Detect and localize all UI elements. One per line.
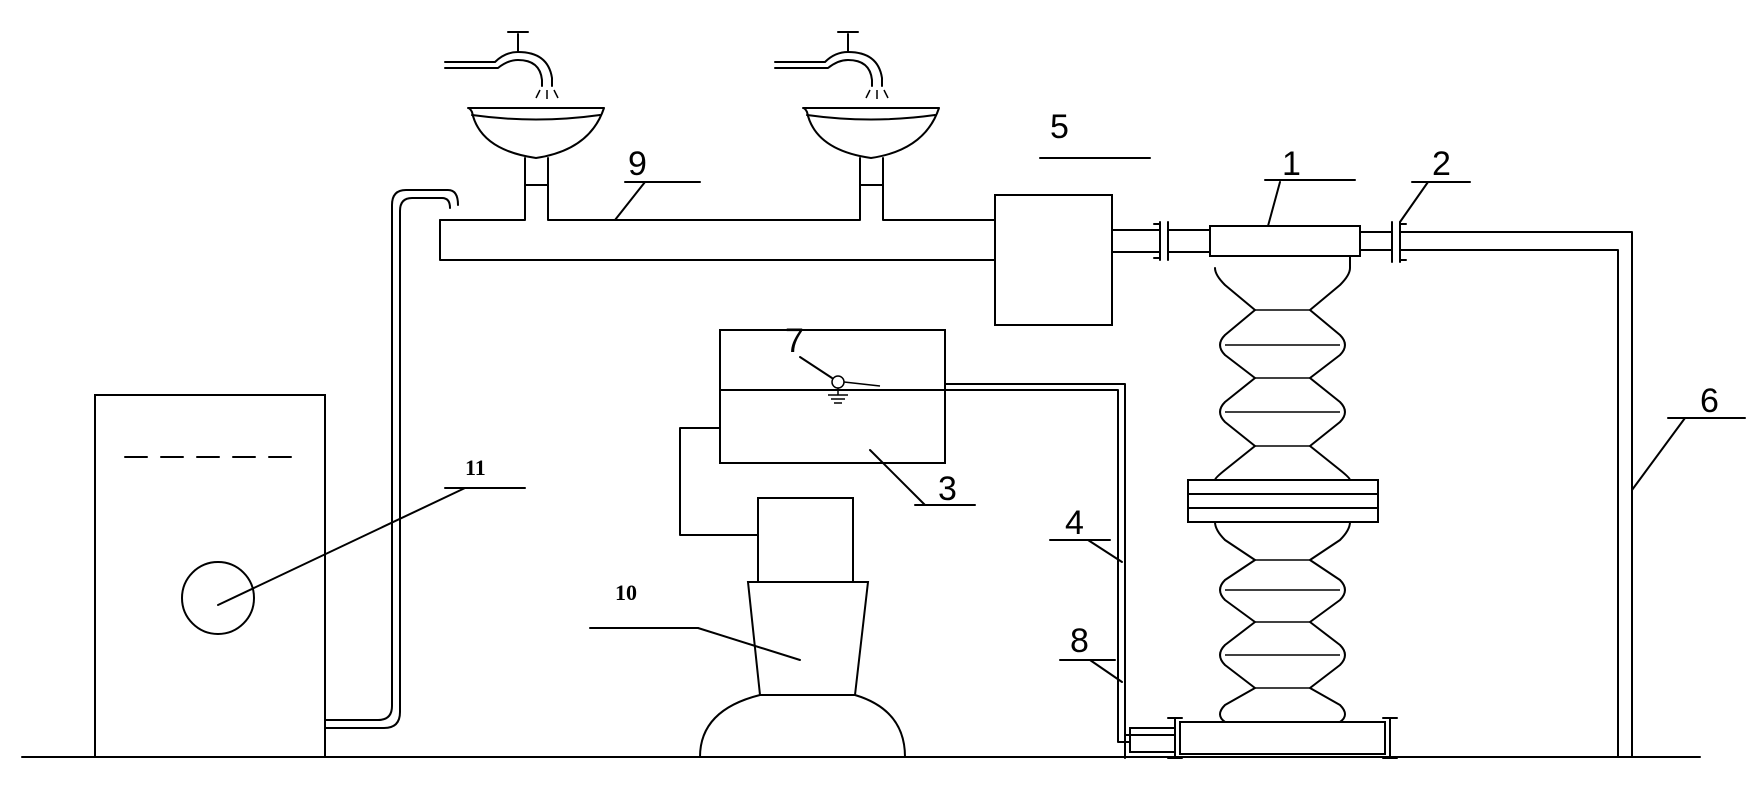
sensor-7-icon — [828, 375, 881, 404]
water-tank — [94, 394, 326, 758]
top-cap-1 — [1209, 225, 1361, 257]
return-pipe-6 — [1399, 231, 1633, 758]
leader-6 — [1631, 417, 1686, 491]
main-pipe-9 — [439, 184, 996, 261]
label-5: 5 — [1050, 108, 1069, 146]
leader-8 — [1089, 659, 1123, 683]
label-7: 7 — [785, 322, 804, 360]
bellows-column — [1187, 255, 1379, 723]
pipe-1-to-2 — [1359, 221, 1407, 263]
leader-3 — [869, 449, 926, 506]
faucet-right-icon — [774, 31, 889, 99]
leader-9 — [614, 181, 646, 221]
faucet-left-icon — [444, 31, 559, 99]
leader-1 — [1267, 181, 1281, 227]
leader-11 — [217, 487, 466, 606]
box-3 — [719, 329, 946, 464]
bottom-base — [1124, 717, 1398, 759]
label-4: 4 — [1065, 504, 1084, 542]
leader-7 — [799, 356, 833, 379]
label-8: 8 — [1070, 622, 1089, 660]
label-10: 10 — [615, 580, 637, 605]
label-2: 2 — [1432, 145, 1451, 183]
label-6: 6 — [1700, 382, 1719, 420]
control-wire — [679, 427, 761, 536]
leader-10-pointer — [697, 627, 801, 661]
label-3: 3 — [938, 470, 957, 508]
basin-left — [467, 107, 605, 186]
basin-right — [802, 107, 940, 186]
leader-2 — [1399, 181, 1429, 223]
label-1: 1 — [1282, 145, 1301, 183]
leader-4 — [1087, 539, 1123, 563]
device-10 — [699, 497, 906, 758]
label-11: 11 — [465, 455, 486, 480]
line-4-8 — [944, 383, 1176, 743]
label-9: 9 — [628, 145, 647, 183]
box-5 — [994, 194, 1113, 326]
pipe-5-to-1 — [1111, 221, 1211, 261]
supply-hose — [324, 189, 459, 729]
